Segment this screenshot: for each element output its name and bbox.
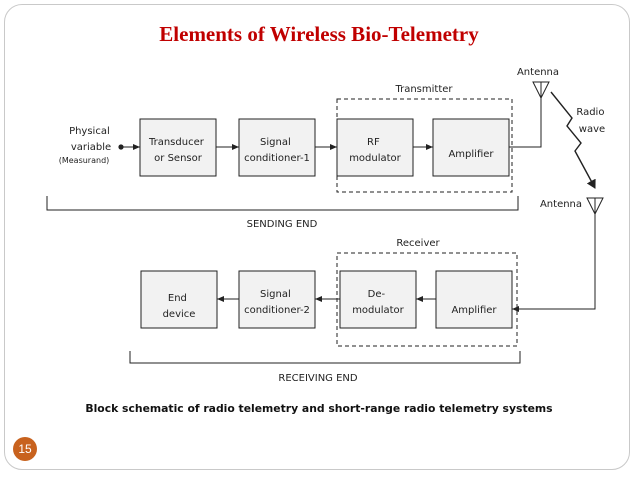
transmitter-group bbox=[336, 98, 513, 193]
diagram-caption: Block schematic of radio telemetry and s… bbox=[85, 402, 553, 415]
svg-text:Signal conditioner-2: Signal conditioner-2 bbox=[244, 289, 310, 316]
demodulator-block: De- modulator bbox=[339, 270, 417, 329]
receiver-label: Receiver bbox=[396, 238, 440, 249]
slide-frame bbox=[4, 4, 630, 470]
signal-conditioner-1-block: Signal conditioner-1 bbox=[238, 118, 316, 177]
svg-text:Amplifier: Amplifier bbox=[451, 305, 497, 316]
page-number-badge: 15 bbox=[13, 437, 37, 461]
svg-text:Transducer or Sensor: Transducer or Sensor bbox=[148, 137, 207, 164]
transmitter-label: Transmitter bbox=[394, 84, 453, 95]
sending-end-bracket bbox=[46, 196, 519, 211]
svg-text:End device: End device bbox=[163, 293, 196, 320]
signal-conditioner-2-block: Signal conditioner-2 bbox=[238, 270, 316, 329]
tx-antenna-label: Antenna bbox=[517, 67, 559, 78]
radio-wave-label: Radio wave bbox=[576, 107, 607, 135]
rf-modulator-block: RF modulator bbox=[336, 118, 414, 177]
slide-title: Elements of Wireless Bio-Telemetry bbox=[159, 22, 479, 46]
tx-amplifier-block: Amplifier bbox=[432, 118, 510, 177]
measurand-label: (Measurand) bbox=[59, 156, 110, 165]
tx-antenna-icon bbox=[532, 81, 550, 100]
physical-variable-label: Physical variable bbox=[69, 126, 113, 153]
end-device-block: End device bbox=[140, 270, 218, 329]
svg-text:De- modulator: De- modulator bbox=[352, 289, 404, 316]
line-amplifier-to-antenna bbox=[509, 97, 542, 148]
receiving-end-label: RECEIVING END bbox=[278, 373, 358, 384]
radio-wave-arrow bbox=[550, 91, 596, 189]
svg-text:RF modulator: RF modulator bbox=[349, 137, 401, 164]
rx-amplifier-block: Amplifier bbox=[435, 270, 513, 329]
sending-end-label: SENDING END bbox=[247, 219, 318, 230]
receiving-end-bracket bbox=[129, 351, 521, 364]
svg-text:Signal conditioner-1: Signal conditioner-1 bbox=[244, 137, 310, 164]
rx-antenna-icon bbox=[586, 197, 604, 216]
rx-antenna-label: Antenna bbox=[540, 199, 582, 210]
line-antenna-to-rx-amplifier bbox=[512, 214, 596, 312]
transducer-block: Transducer or Sensor bbox=[139, 118, 217, 177]
svg-text:Amplifier: Amplifier bbox=[448, 149, 494, 160]
